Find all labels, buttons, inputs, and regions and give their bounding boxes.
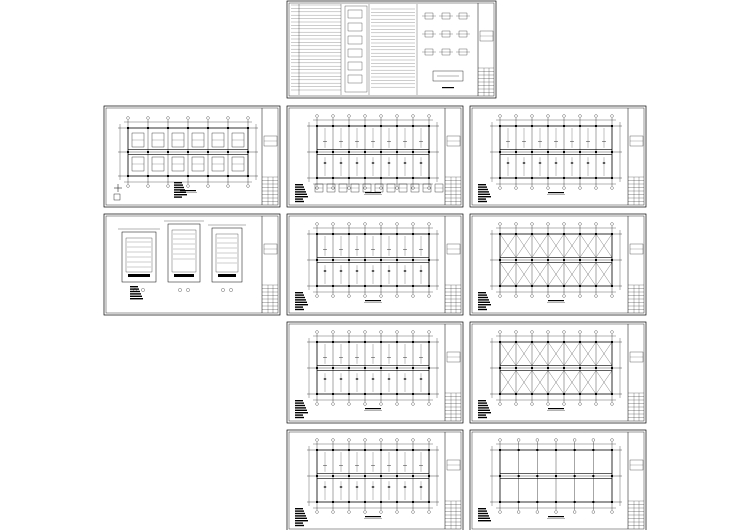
sheet-floor-plan-2[interactable] <box>286 213 464 316</box>
sheet-stair-details[interactable] <box>103 213 281 316</box>
sheet-roof-plan-4[interactable] <box>469 429 647 530</box>
sheet-floor-plan-3[interactable] <box>286 321 464 424</box>
sheet-cover[interactable] <box>286 0 497 99</box>
sheet-roof-plan-3[interactable] <box>469 321 647 424</box>
sheet-floor-plan-4[interactable] <box>286 429 464 530</box>
sheet-roof-plan-2[interactable] <box>469 213 647 316</box>
sheet-layer <box>103 0 647 530</box>
sheet-column-plan-1[interactable] <box>286 105 464 208</box>
sheet-beam-plan-1[interactable] <box>469 105 647 208</box>
sheet-foundation-plan[interactable] <box>103 105 281 208</box>
